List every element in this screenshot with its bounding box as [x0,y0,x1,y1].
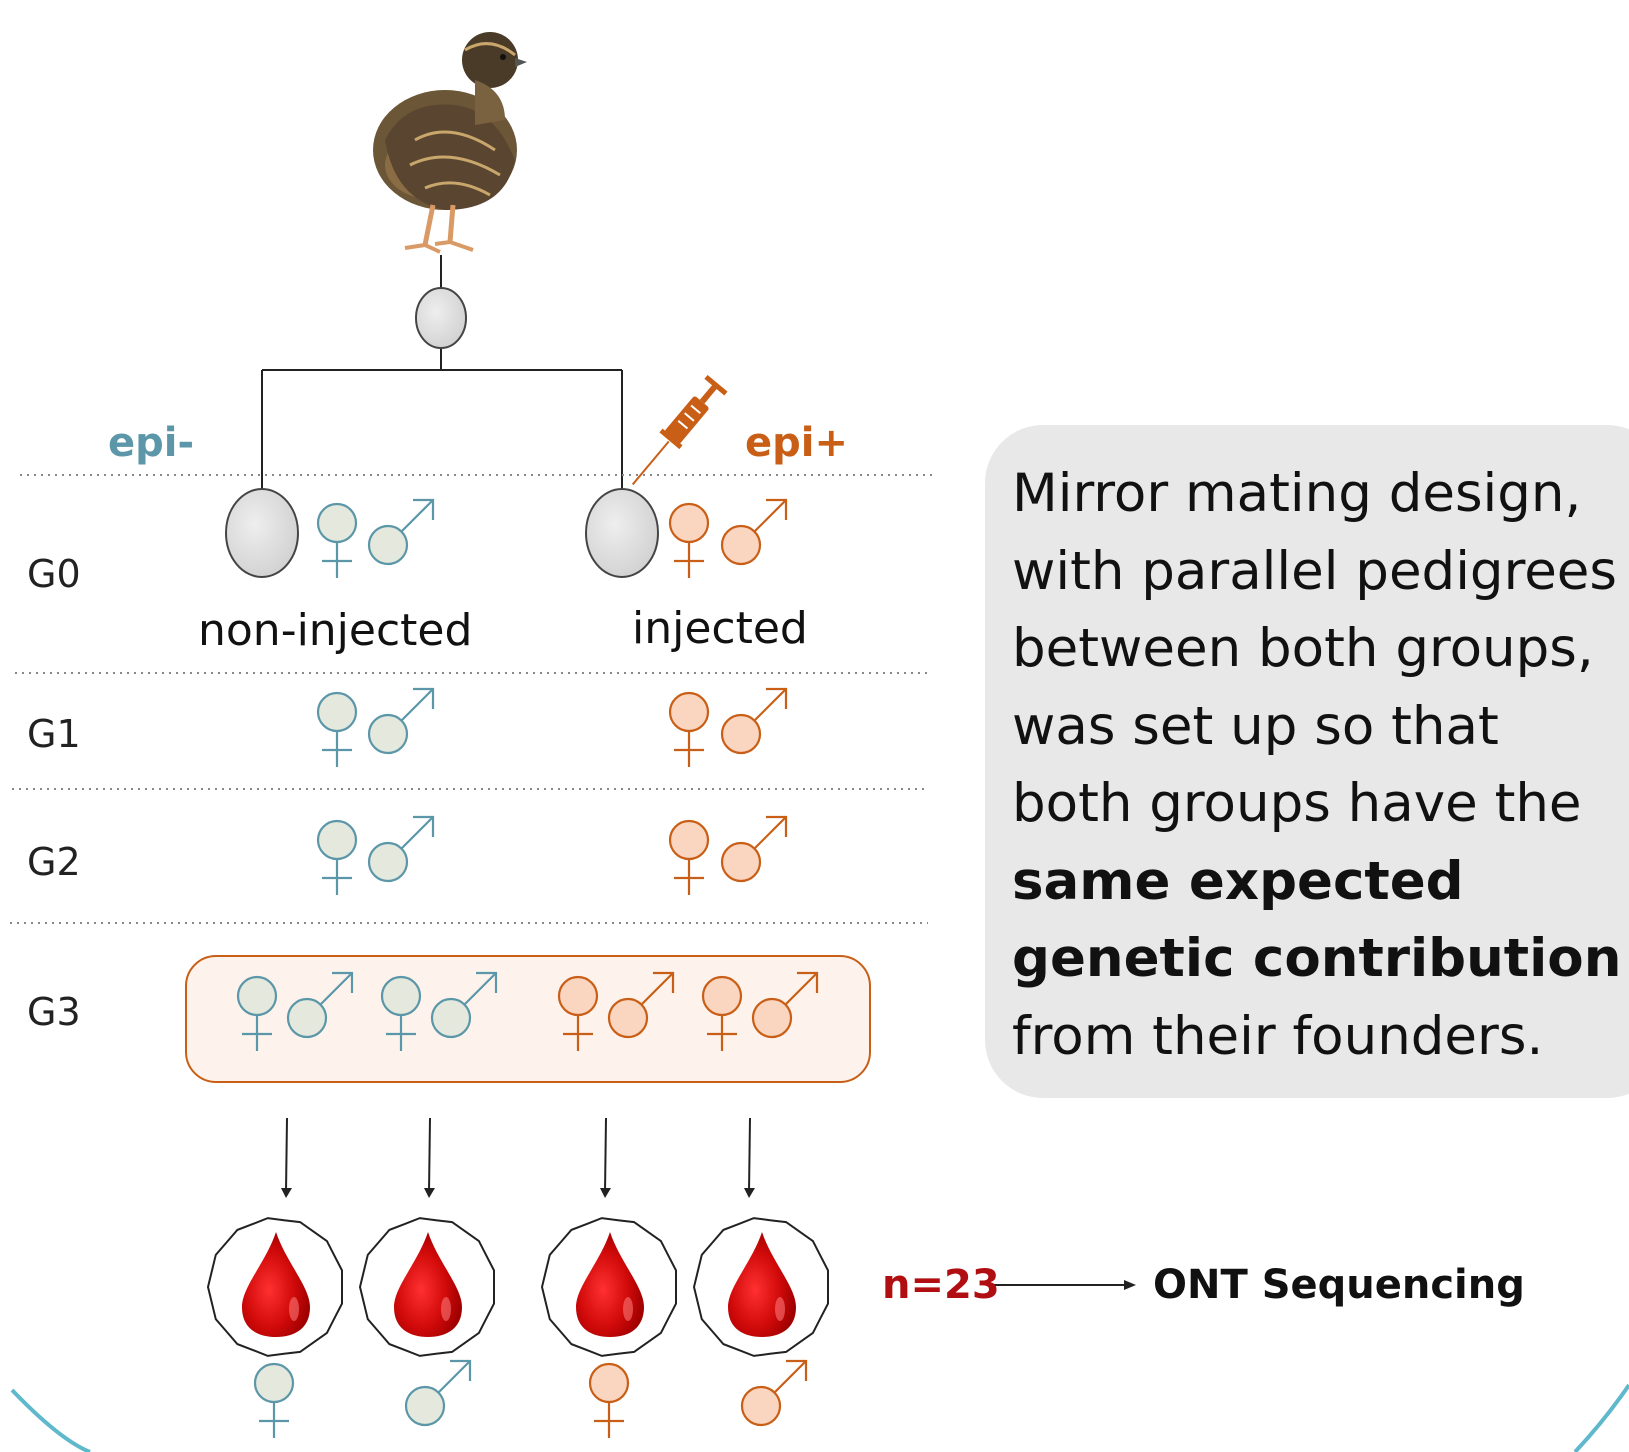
epi-minus-label: epi- [108,420,195,466]
epi-plus-label: epi+ [745,420,848,466]
female-symbol-icon [701,975,743,1051]
blood-sample-icon [692,1217,829,1357]
male-symbol-icon [286,971,354,1039]
female-symbol-icon [668,691,710,767]
down-arrow-icon [424,1117,435,1198]
egg-icon [585,488,659,578]
blood-sample-icon [206,1217,343,1357]
g3-group-box [185,955,871,1083]
female-symbol-icon [380,975,422,1051]
generation-label-g3: G3 [27,990,81,1034]
female-symbol-icon [316,502,358,578]
female-symbol-icon [253,1362,295,1438]
male-symbol-icon [607,971,675,1039]
background-arc-right [1573,1383,1629,1452]
ont-sequencing-label: ONT Sequencing [1153,1262,1525,1308]
egg-icon [225,488,299,578]
down-arrow-icon [744,1117,755,1198]
female-symbol-icon [316,691,358,767]
pedigree-lines [261,255,623,490]
generation-dividers [10,474,935,924]
male-symbol-icon [430,971,498,1039]
female-symbol-icon [316,819,358,895]
sample-count: n=23 [882,1262,1000,1308]
down-arrow-icon [281,1117,292,1198]
female-symbol-icon [668,819,710,895]
male-symbol-icon [367,815,435,883]
female-symbol-icon [557,975,599,1051]
background-arc-left [10,1388,91,1452]
blood-sample-icon [540,1217,677,1357]
male-symbol-icon [720,498,788,566]
syringe-icon [631,374,728,486]
male-symbol-icon [751,971,819,1039]
male-symbol-icon [740,1359,808,1427]
injected-label: injected [632,603,808,654]
sequencing-arrow-icon [990,1280,1136,1290]
female-symbol-icon [236,975,278,1051]
male-symbol-icon [367,498,435,566]
male-symbol-icon [404,1359,472,1427]
egg-icon [415,287,467,349]
note-text: Mirror mating design, with parallel pedi… [1012,463,1622,1067]
non-injected-label: non-injected [198,605,473,656]
generation-label-g0: G0 [27,552,81,596]
quail-icon [373,32,527,254]
generation-label-g2: G2 [27,840,81,884]
male-symbol-icon [720,687,788,755]
down-arrow-icon [600,1117,611,1198]
note-bold: same expected genetic contribution [1012,850,1622,990]
male-symbol-icon [720,815,788,883]
male-symbol-icon [367,687,435,755]
female-symbol-icon [668,502,710,578]
female-symbol-icon [588,1362,630,1438]
blood-sample-icon [358,1217,495,1357]
generation-label-g1: G1 [27,712,81,756]
note-box [985,425,1629,1098]
